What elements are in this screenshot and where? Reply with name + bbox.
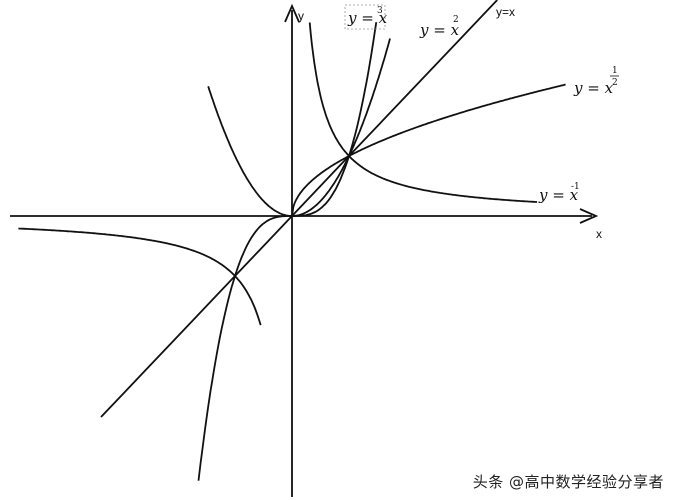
label-cube-box (344, 4, 386, 30)
x-axis-label: x (596, 227, 602, 241)
series-square-curve (207, 38, 391, 217)
y-axis-label: y (298, 9, 304, 23)
svg-text:y = x: y = x (573, 79, 614, 97)
y-axis-arrow-icon (284, 3, 300, 23)
label-recip: y = x -1 (538, 182, 580, 204)
label-sqrt: y = x 1 2 (573, 66, 619, 97)
label-identity: y=x (496, 5, 515, 19)
series-cube-curve (197, 22, 378, 481)
svg-text:y = x: y = x (538, 186, 579, 204)
x-axis-arrow-icon (579, 208, 599, 224)
label-recip-base: y = x (538, 186, 579, 204)
series-reciprocal-curve-positive (308, 22, 538, 203)
label-sqrt-den: 2 (612, 78, 618, 88)
series-reciprocal-curve-negative (18, 227, 262, 326)
svg-text:y = x: y = x (347, 9, 388, 27)
label-cube-exp: 3 (377, 6, 383, 16)
svg-text:y = x: y = x (419, 21, 460, 39)
series-identity-line (100, 0, 498, 418)
label-cube: y = x 3 (344, 4, 388, 30)
label-square-exp: 2 (453, 15, 459, 25)
label-square-base: y = x (419, 21, 460, 39)
watermark-text: 头条 @高中数学经验分享者 (472, 473, 664, 491)
label-sqrt-base: y = x (573, 79, 614, 97)
label-recip-exp: -1 (571, 182, 580, 192)
label-sqrt-num: 1 (612, 66, 618, 76)
label-square: y = x 2 (419, 15, 460, 39)
series-sqrt-curve (291, 83, 566, 217)
label-cube-base: y = x (347, 9, 388, 27)
